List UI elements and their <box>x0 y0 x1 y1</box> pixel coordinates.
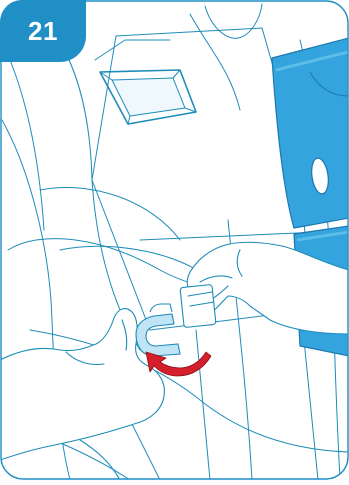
step-badge: 21 <box>0 0 86 62</box>
seat-edge-line <box>95 40 170 60</box>
seat-contour-3 <box>10 60 44 230</box>
headrest-arc <box>205 4 262 38</box>
handle-slot <box>100 70 196 124</box>
side-wing-upper <box>272 38 349 228</box>
seat-contour-5 <box>40 187 180 240</box>
step-number: 21 <box>28 16 58 47</box>
seat-contour-4 <box>190 14 240 110</box>
seat-base-line-2 <box>196 330 210 480</box>
seat-contour-7 <box>60 246 200 272</box>
